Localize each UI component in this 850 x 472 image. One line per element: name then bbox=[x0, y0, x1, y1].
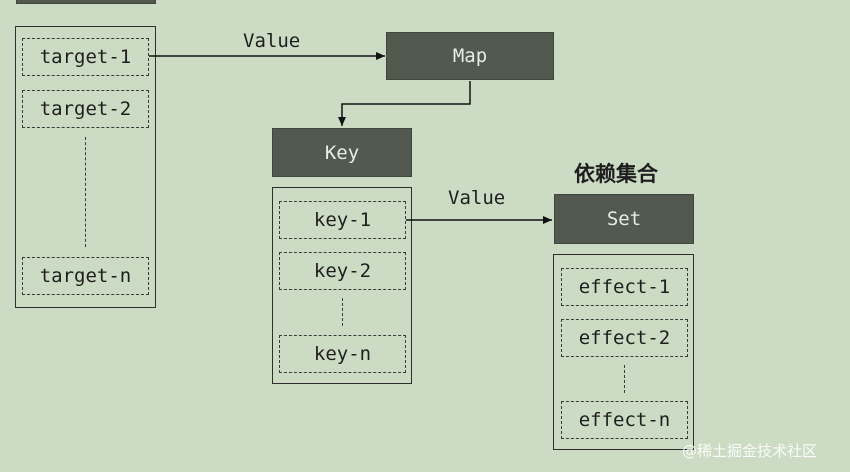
map-node: Map bbox=[386, 32, 554, 80]
keys-container bbox=[272, 187, 412, 384]
effects-ellipsis bbox=[624, 365, 625, 393]
edge-label-target-map: Value bbox=[243, 30, 301, 52]
target-item-2: target-2 bbox=[22, 90, 149, 128]
edge-label-key-set: Value bbox=[448, 187, 506, 209]
keys-ellipsis bbox=[342, 298, 343, 326]
key-item-n: key-n bbox=[279, 335, 406, 373]
effect-item-1: effect-1 bbox=[561, 268, 688, 306]
watermark: @稀土掘金技术社区 bbox=[682, 442, 818, 460]
arrow-map-to-key bbox=[338, 81, 471, 126]
key-node: Key bbox=[272, 128, 412, 177]
targets-container bbox=[15, 26, 156, 308]
set-node: Set bbox=[554, 194, 694, 244]
set-title: 依赖集合 bbox=[574, 162, 658, 186]
key-item-2: key-2 bbox=[279, 252, 406, 290]
effect-item-2: effect-2 bbox=[561, 319, 688, 357]
effects-container bbox=[553, 254, 694, 450]
targets-ellipsis bbox=[85, 137, 86, 247]
effect-item-n: effect-n bbox=[561, 401, 688, 439]
target-item-n: target-n bbox=[22, 257, 149, 295]
top-partial-box bbox=[16, 0, 156, 4]
key-item-1: key-1 bbox=[279, 201, 406, 239]
target-item-1: target-1 bbox=[22, 38, 149, 76]
